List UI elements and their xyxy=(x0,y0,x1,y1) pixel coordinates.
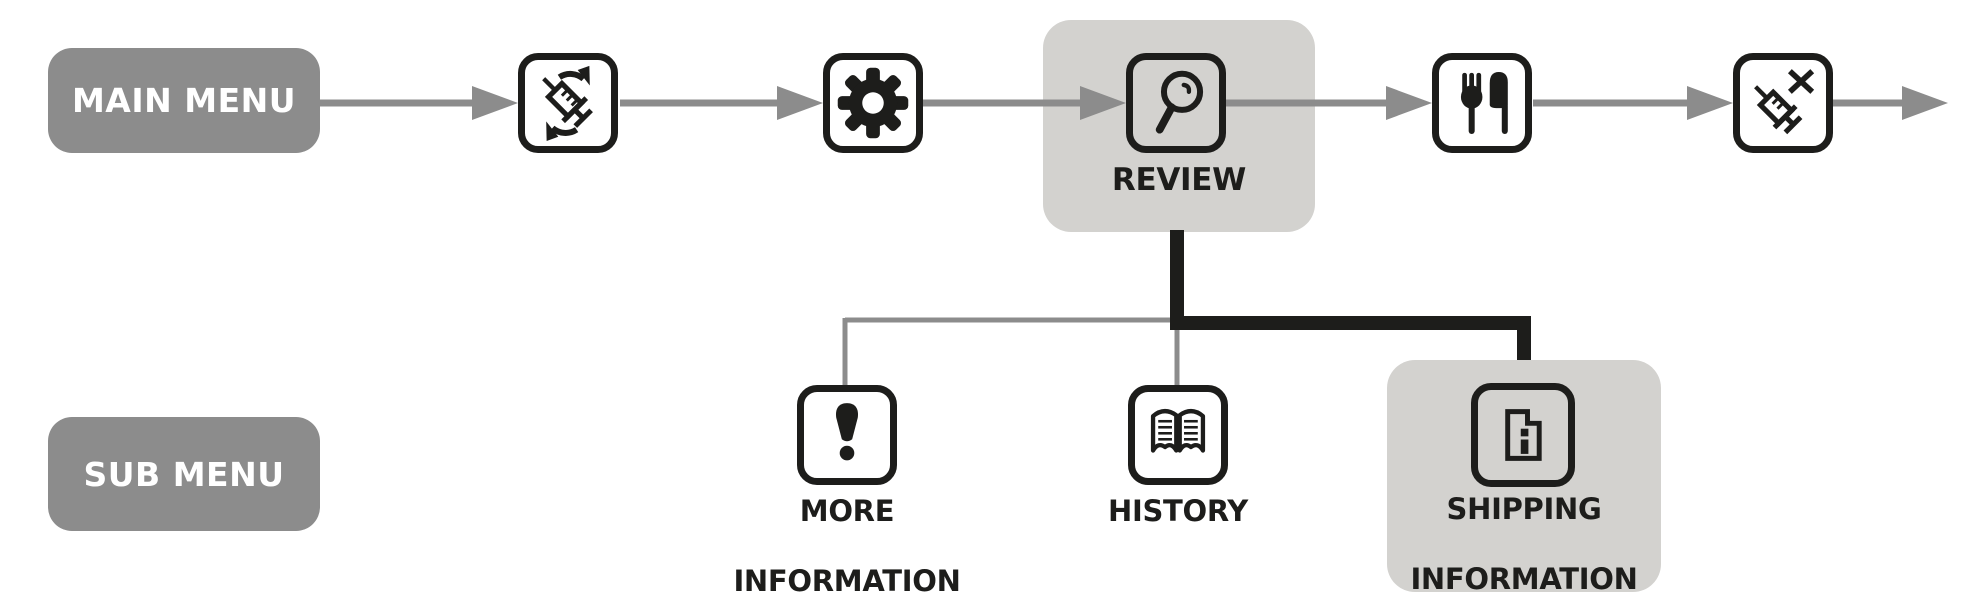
review-label: REVIEW xyxy=(1111,162,1247,198)
selected-path-line xyxy=(1170,230,1531,360)
shipping-information-label: SHIPPING INFORMATION xyxy=(1410,492,1638,596)
history-label: HISTORY xyxy=(1107,494,1249,528)
more-information-exclamation-icon xyxy=(797,385,897,485)
submenu-branch-lines xyxy=(842,317,1180,386)
shipping-information-highlight-box xyxy=(1387,360,1661,592)
main-flow-arrows xyxy=(318,86,1948,120)
main-menu-pill: MAIN MENU xyxy=(48,48,320,153)
main-menu-label: MAIN MENU xyxy=(71,81,297,120)
review-magnifier-icon xyxy=(1126,53,1226,153)
change-cartridge-syringe-icon xyxy=(518,53,618,153)
sub-menu-pill: SUB MENU xyxy=(48,417,320,531)
sub-menu-label: SUB MENU xyxy=(83,454,285,494)
history-open-book-icon xyxy=(1128,385,1228,485)
meal-fork-knife-icon xyxy=(1432,53,1532,153)
missed-dose-syringe-icon xyxy=(1733,53,1833,153)
shipping-information-document-icon xyxy=(1471,383,1575,487)
settings-gear-icon xyxy=(823,53,923,153)
more-information-label: MORE INFORMATION xyxy=(733,494,961,598)
